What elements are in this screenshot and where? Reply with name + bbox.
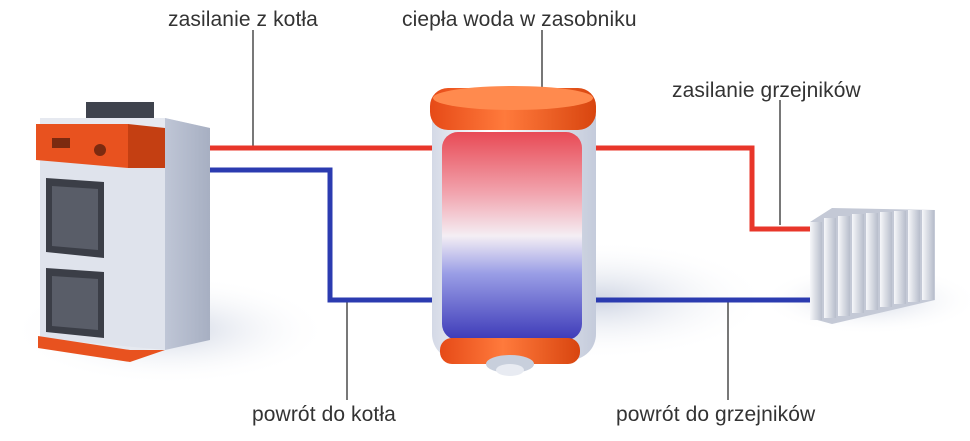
label-tank-hot-water: ciepła woda w zasobniku — [402, 8, 637, 31]
hot-water-tank-icon — [430, 86, 596, 376]
boiler-icon — [36, 102, 210, 362]
label-radiator-return: powrót do grzejników — [616, 403, 816, 426]
label-boiler-return: powrót do kotła — [252, 403, 396, 426]
return-pipe-tank-boiler — [208, 167, 440, 303]
label-boiler-supply: zasilanie z kotła — [168, 8, 318, 31]
pipes — [208, 145, 812, 303]
supply-pipe-tank-radiator — [590, 145, 810, 232]
label-radiator-supply: zasilanie grzejników — [672, 79, 861, 102]
radiator-icon — [810, 208, 935, 324]
